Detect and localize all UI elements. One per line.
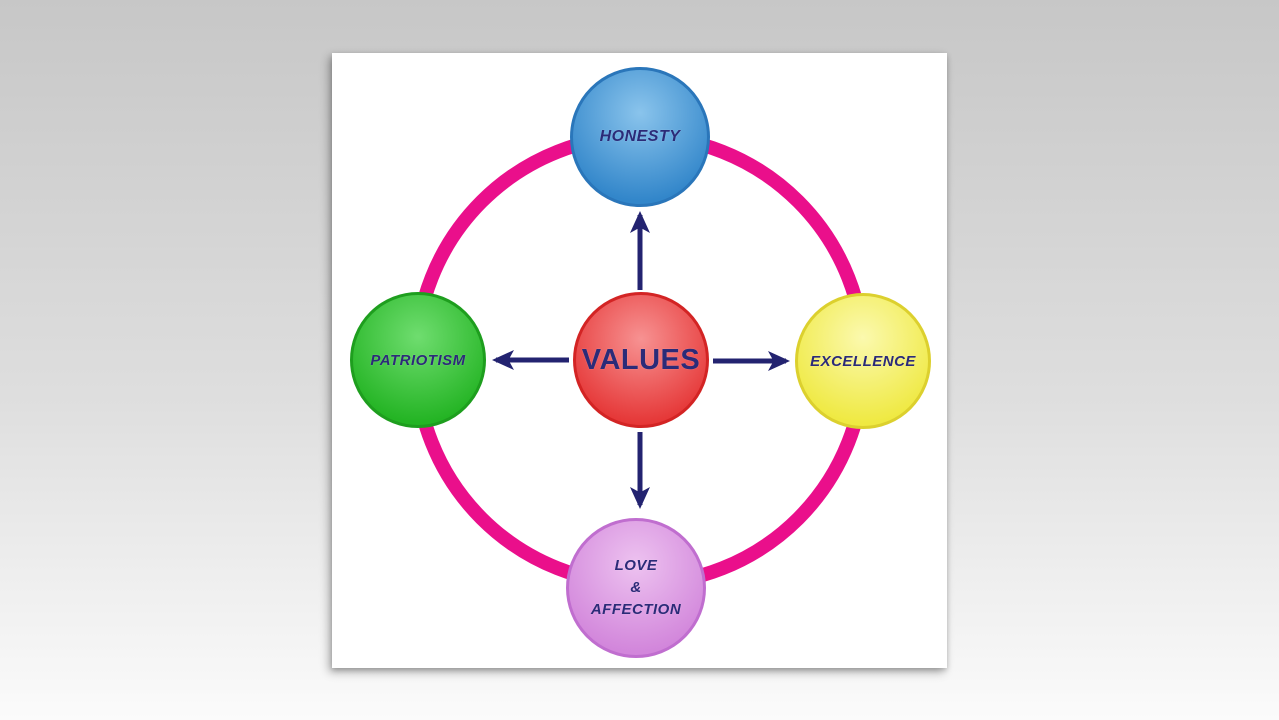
node-patriotism: PATRIOTISM	[350, 292, 486, 428]
arrows-layer	[492, 211, 790, 509]
node-excellence-label: EXCELLENCE	[810, 352, 916, 370]
node-honesty: HONESTY	[570, 67, 710, 207]
diagram-card: HONESTY PATRIOTISM VALUES EXCELLENCE LOV…	[332, 53, 947, 668]
node-honesty-label: HONESTY	[599, 128, 681, 145]
node-values-center: VALUES	[573, 292, 709, 428]
node-love-affection-line3: AFFECTION	[590, 600, 682, 618]
node-love-affection: LOVE & AFFECTION	[566, 518, 706, 658]
node-patriotism-label: PATRIOTISM	[370, 351, 466, 369]
node-values-label: VALUES	[581, 343, 701, 376]
node-excellence: EXCELLENCE	[795, 293, 931, 429]
node-love-affection-line1: LOVE	[614, 557, 658, 575]
node-love-affection-line2: &	[630, 579, 642, 597]
